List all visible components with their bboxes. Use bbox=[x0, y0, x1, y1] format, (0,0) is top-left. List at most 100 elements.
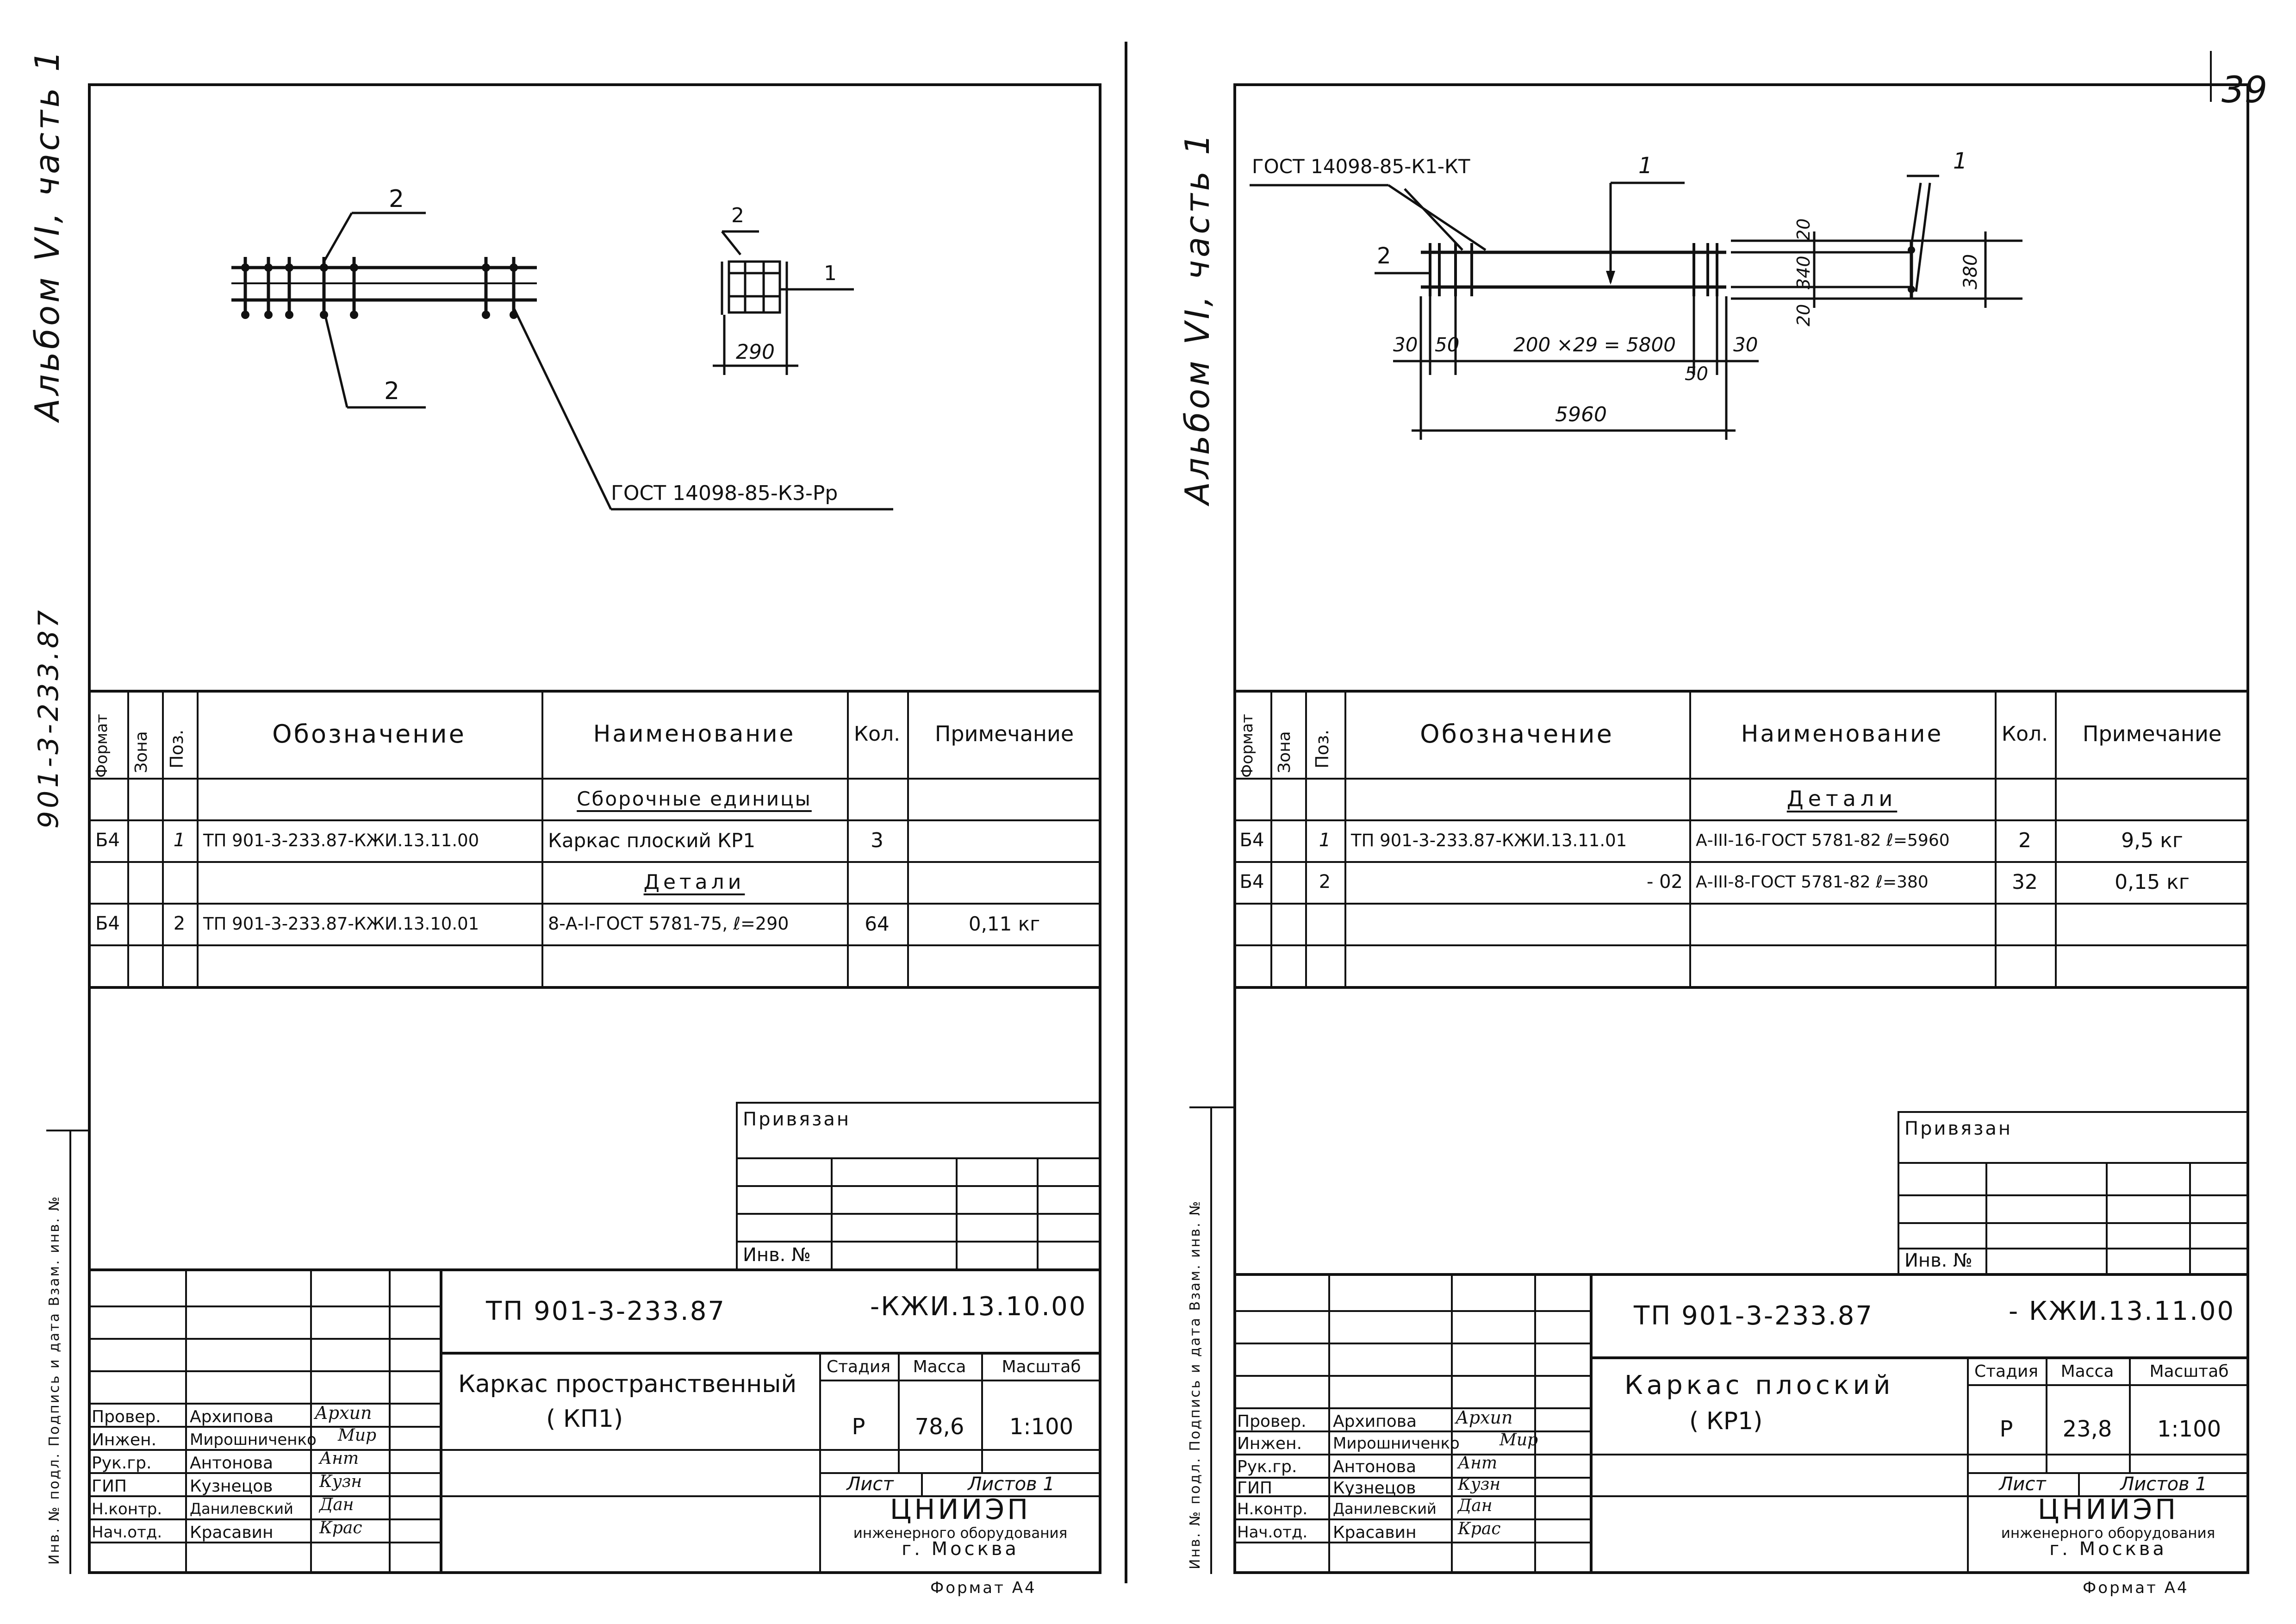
right-dim-30-right: 30 bbox=[1733, 333, 1758, 356]
left-row-4-note: 0,11 кг bbox=[968, 912, 1040, 935]
left-person-5-role: Н.контр. bbox=[92, 1500, 162, 1518]
right-person-2-role: Инжен. bbox=[1237, 1434, 1302, 1453]
right-row-3-format: Б4 bbox=[1239, 871, 1264, 893]
left-person-4-name: Кузнецов bbox=[190, 1477, 273, 1496]
right-name-line1: Каркас плоский bbox=[1624, 1370, 1894, 1400]
right-margin-stamp-top bbox=[1189, 1106, 1233, 1108]
right-callout-1-top: 1 bbox=[1638, 153, 1653, 179]
right-row-1-name: Детали bbox=[1786, 786, 1898, 811]
left-row-2-designation: ТП 901-3-233.87-КЖИ.13.11.00 bbox=[203, 830, 479, 850]
right-row-3-name: А-III-8-ГОСТ 5781-82 ℓ=380 bbox=[1696, 872, 1929, 892]
left-row-4-pos: 2 bbox=[173, 913, 186, 934]
right-dim-total: 5960 bbox=[1555, 403, 1607, 426]
left-callout-top: 2 bbox=[389, 185, 404, 213]
right-privyazan: Привязан bbox=[1904, 1118, 2013, 1139]
right-callout-1-section: 1 bbox=[1953, 148, 1967, 174]
right-person-3-role: Рук.гр. bbox=[1237, 1457, 1297, 1476]
left-person-2-role: Инжен. bbox=[92, 1430, 157, 1449]
right-person-6-role: Нач.отд. bbox=[1237, 1523, 1308, 1542]
right-dim-20-bottom: 20 bbox=[1793, 304, 1814, 326]
left-row-4-qty: 64 bbox=[865, 912, 890, 935]
left-person-6-sign: Крас bbox=[319, 1518, 362, 1537]
right-format: Формат А4 bbox=[2083, 1579, 2189, 1597]
right-name-line2: ( КР1) bbox=[1689, 1407, 1763, 1435]
right-hdr-pos: Поз. bbox=[1312, 729, 1332, 768]
right-person-4-role: ГИП bbox=[1237, 1479, 1272, 1498]
left-code-right: -КЖИ.13.10.00 bbox=[870, 1292, 1087, 1322]
left-hdr-qty: Кол. bbox=[853, 722, 901, 746]
right-person-4-sign: Кузн bbox=[1458, 1475, 1501, 1494]
left-person-6-role: Нач.отд. bbox=[92, 1523, 162, 1542]
right-row-3-qty: 32 bbox=[2012, 870, 2038, 894]
left-org2: инженерного оборудования bbox=[853, 1525, 1068, 1542]
left-margin-stamp-top bbox=[46, 1130, 88, 1131]
right-mass-label: Масса bbox=[2060, 1362, 2114, 1381]
right-org3: г. Москва bbox=[2049, 1538, 2167, 1560]
right-callout-gost: ГОСТ 14098-85-К1-КТ bbox=[1252, 155, 1470, 178]
right-hdr-qty: Кол. bbox=[2001, 722, 2048, 746]
right-hdr-format: Формат bbox=[1238, 714, 1257, 778]
left-mass: 78,6 bbox=[915, 1414, 964, 1440]
right-row-2-pos: 1 bbox=[1319, 830, 1331, 851]
right-stage: Р bbox=[1999, 1416, 2013, 1442]
right-code-left: ТП 901-3-233.87 bbox=[1634, 1301, 1873, 1331]
right-person-2-name: Мирошниченко bbox=[1333, 1434, 1460, 1453]
right-scale-label: Масштаб bbox=[2149, 1362, 2229, 1381]
left-margin-stamp-line bbox=[69, 1130, 71, 1574]
right-stage-label: Стадия bbox=[1974, 1362, 2039, 1381]
right-margin-stamp-line bbox=[1210, 1106, 1212, 1574]
left-person-5-name: Данилевский bbox=[190, 1500, 293, 1518]
left-stage-label: Стадия bbox=[826, 1357, 891, 1376]
right-row-3-pos: 2 bbox=[1319, 871, 1331, 893]
right-person-5-name: Данилевский bbox=[1333, 1500, 1437, 1518]
left-callout-gost: ГОСТ 14098-85-К3-Рр bbox=[611, 481, 838, 505]
left-mass-label: Масса bbox=[913, 1357, 966, 1376]
right-hdr-zone: Зона bbox=[1275, 731, 1294, 773]
right-code-right: - КЖИ.13.11.00 bbox=[2009, 1296, 2235, 1326]
left-person-5-sign: Дан bbox=[319, 1495, 354, 1514]
right-person-6-name: Красавин bbox=[1333, 1523, 1417, 1542]
right-row-2-name: А-III-16-ГОСТ 5781-82 ℓ=5960 bbox=[1696, 831, 1950, 850]
left-row-2-name: Каркас плоский КР1 bbox=[548, 829, 756, 852]
left-row-2-pos: 1 bbox=[173, 830, 186, 851]
left-section-callout-2: 2 bbox=[731, 204, 744, 227]
left-person-3-sign: Ант bbox=[319, 1449, 359, 1468]
left-sheets-label: Листов 1 bbox=[968, 1474, 1055, 1495]
left-scale: 1:100 bbox=[1009, 1414, 1074, 1440]
right-inv-no: Инв. № bbox=[1904, 1250, 1972, 1271]
right-person-3-name: Антонова bbox=[1333, 1457, 1416, 1476]
left-person-1-role: Провер. bbox=[92, 1407, 161, 1426]
left-hdr-name: Наименование bbox=[593, 720, 796, 747]
right-dim-20-top: 20 bbox=[1793, 218, 1814, 241]
right-row-3-note: 0,15 кг bbox=[2115, 870, 2190, 894]
sheet-divider bbox=[1125, 42, 1127, 1583]
right-person-5-role: Н.контр. bbox=[1237, 1500, 1308, 1518]
left-row-2-format: Б4 bbox=[95, 830, 120, 851]
right-dim-340: 340 bbox=[1793, 256, 1814, 289]
left-privyazan: Привязан bbox=[743, 1109, 851, 1130]
right-row-3-designation: - 02 bbox=[1646, 871, 1683, 893]
sheet-left-frame bbox=[88, 83, 1101, 1574]
right-dim-30-left: 30 bbox=[1393, 333, 1418, 356]
left-name-line1: Каркас пространственный bbox=[458, 1370, 797, 1398]
left-person-2-name: Мирошниченко bbox=[190, 1430, 317, 1449]
right-hdr-designation: Обозначение bbox=[1420, 719, 1614, 749]
right-sheet-label: Лист bbox=[1999, 1474, 2046, 1495]
left-row-4-format: Б4 bbox=[95, 913, 120, 934]
right-dim-main: 200 ×29 = 5800 bbox=[1513, 333, 1676, 356]
left-section-callout-1: 1 bbox=[824, 262, 837, 285]
right-person-5-sign: Дан bbox=[1458, 1496, 1493, 1515]
left-person-1-name: Архипова bbox=[190, 1407, 274, 1426]
right-person-4-name: Кузнецов bbox=[1333, 1479, 1416, 1498]
left-hdr-note: Примечание bbox=[934, 721, 1074, 746]
left-person-6-name: Красавин bbox=[190, 1523, 274, 1542]
left-callout-bottom: 2 bbox=[384, 377, 400, 405]
left-person-1-sign: Архип bbox=[315, 1403, 372, 1423]
right-row-2-designation: ТП 901-3-233.87-КЖИ.13.11.01 bbox=[1351, 830, 1627, 850]
right-person-1-role: Провер. bbox=[1237, 1412, 1307, 1431]
right-row-2-note: 9,5 кг bbox=[2121, 828, 2183, 852]
left-person-4-role: ГИП bbox=[92, 1477, 127, 1496]
left-stage: Р bbox=[852, 1414, 865, 1440]
